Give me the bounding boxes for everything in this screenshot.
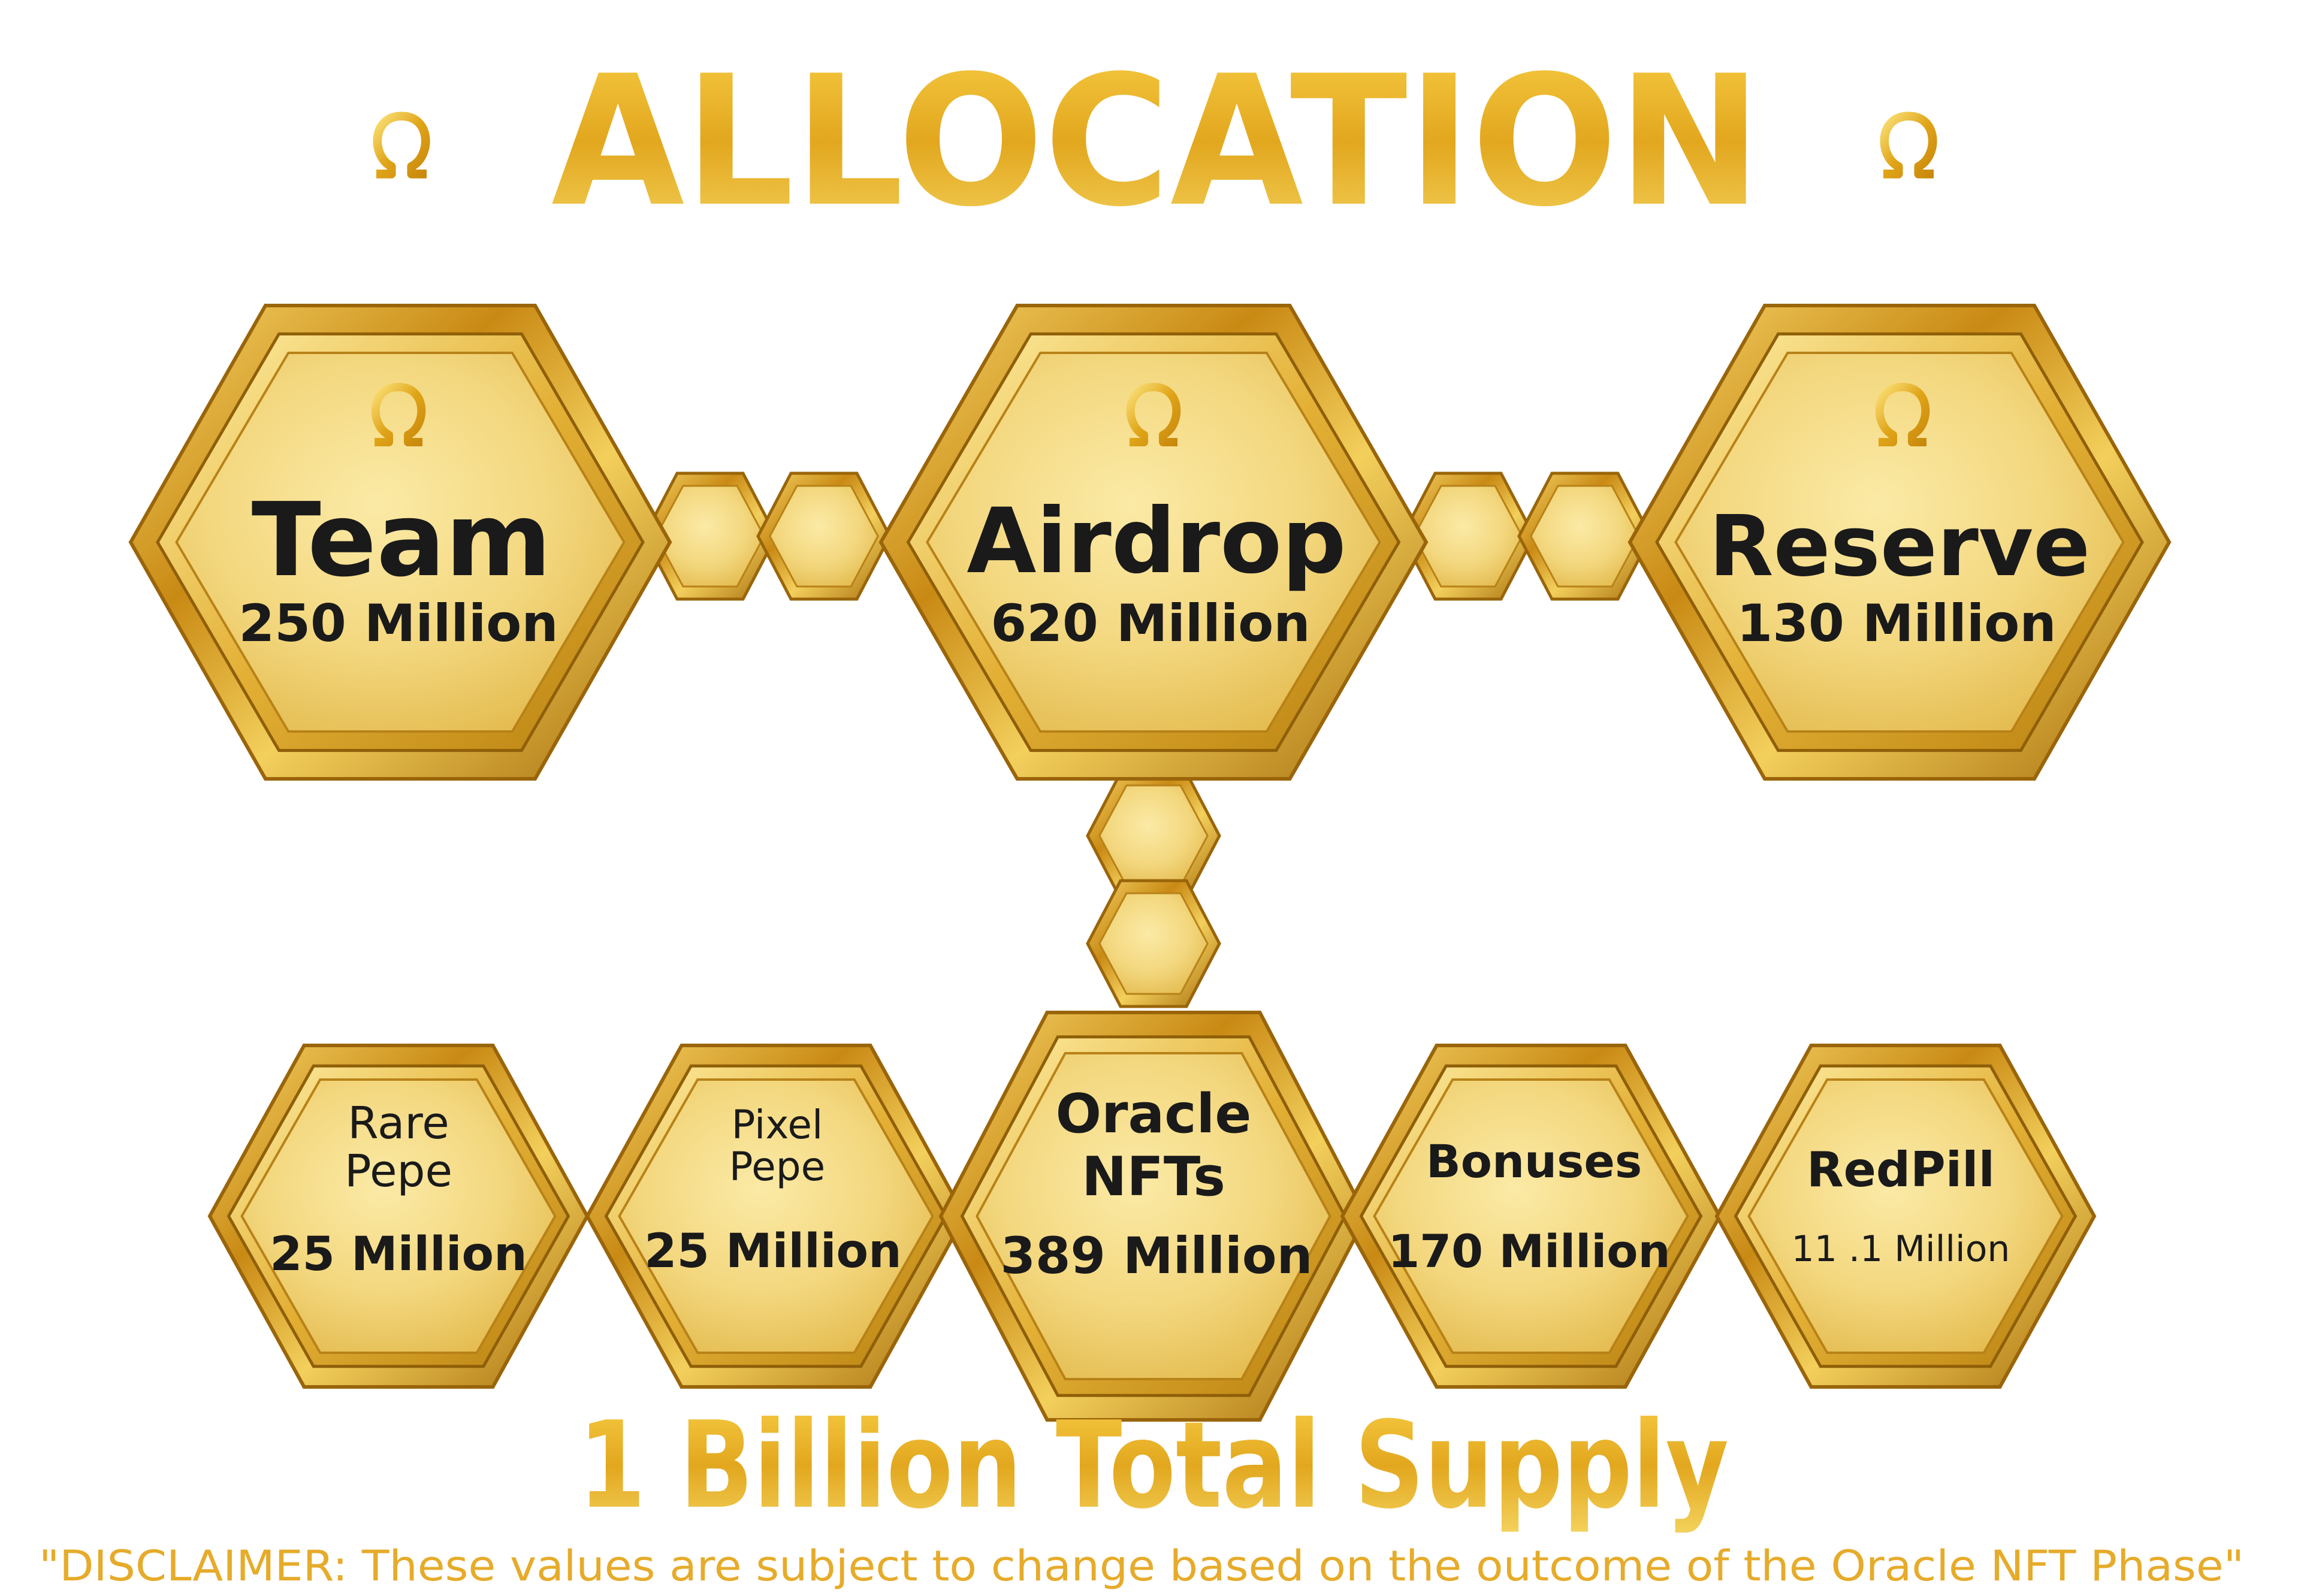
- bottom-node-oracle-nfts: Oracle NFTs 389 Million: [1001, 1083, 1313, 1285]
- hex-airdrop-face: [926, 352, 1381, 733]
- hex-oracle-nfts: [938, 1011, 1369, 1422]
- bonuses-amount: 170 Million: [1388, 1225, 1670, 1278]
- airdrop-amount: 620 Million: [991, 594, 1310, 654]
- hex-bonuses-face: [1373, 1078, 1689, 1354]
- reserve-amount: 130 Million: [1737, 594, 2056, 654]
- bottom-node-redpill: RedPill 11 .1 Million: [1792, 1142, 2010, 1270]
- omega-icon-path: [1875, 383, 1930, 446]
- allocation-nodes: [128, 304, 2172, 1422]
- top-node-reserve: Reserve 130 Million: [1709, 498, 2090, 654]
- connector-hex: [642, 471, 778, 601]
- hex-team: [128, 304, 672, 781]
- team-amount: 250 Million: [238, 594, 558, 654]
- title-group: ALLOCATION: [373, 37, 1937, 246]
- hex-redpill-face: [1747, 1078, 2064, 1354]
- connector-hex: [1517, 471, 1653, 601]
- hex-reserve-face: [1674, 352, 2125, 733]
- hex-oracle-nfts-face: [976, 1052, 1331, 1380]
- total-supply: 1 Billion Total Supply: [578, 1396, 1729, 1535]
- bottom-node-rare-pepe: Rare Pepe 25 Million: [270, 1098, 527, 1281]
- airdrop-label: Airdrop: [967, 489, 1346, 594]
- bottom-node-pixel-pepe: Pixel Pepe 25 Million: [644, 1102, 901, 1278]
- connector-hex-face: [769, 485, 879, 588]
- disclaimer-text: "DISCLAIMER: These values are subject to…: [39, 1541, 2244, 1591]
- omega-icon: [373, 111, 430, 179]
- hex-team-face: [175, 352, 626, 733]
- hex-airdrop: [878, 304, 1429, 781]
- connector-hex: [1086, 879, 1221, 1008]
- bottom-node-bonuses: Bonuses 170 Million: [1388, 1135, 1670, 1278]
- hex-rare-pepe: [207, 1044, 590, 1389]
- reserve-label: Reserve: [1709, 498, 2090, 596]
- pixel-pepe-label-line2: Pepe: [729, 1144, 826, 1190]
- connector-hex: [756, 471, 892, 601]
- connector-links: [642, 471, 1653, 1008]
- omega-icon: [1126, 383, 1181, 446]
- hex-reserve: [1627, 304, 2172, 781]
- connector-hex: [1086, 771, 1221, 900]
- rare-pepe-amount: 25 Million: [270, 1228, 527, 1281]
- omega-icon: [1875, 383, 1930, 446]
- hex-bonuses: [1340, 1044, 1722, 1389]
- redpill-amount: 11 .1 Million: [1792, 1228, 2010, 1270]
- omega-icon-path: [1126, 383, 1181, 446]
- rare-pepe-label-line2: Pepe: [345, 1145, 452, 1197]
- omega-icon: [1880, 111, 1937, 179]
- hex-pixel-pepe: [585, 1044, 967, 1389]
- oracle-nfts-label-line1: Oracle: [1056, 1083, 1252, 1145]
- oracle-nfts-amount: 389 Million: [1001, 1226, 1313, 1285]
- pixel-pepe-label-line1: Pixel: [732, 1102, 823, 1148]
- top-node-team: Team 250 Million: [238, 481, 558, 654]
- bonuses-label: Bonuses: [1426, 1135, 1642, 1188]
- omega-icon: [371, 383, 426, 446]
- page-title: ALLOCATION: [551, 37, 1762, 246]
- top-node-airdrop: Airdrop 620 Million: [967, 489, 1346, 654]
- hex-rare-pepe-face: [240, 1078, 557, 1354]
- oracle-nfts-label-line2: NFTs: [1082, 1145, 1225, 1208]
- redpill-label: RedPill: [1807, 1142, 1995, 1198]
- team-label: Team: [252, 481, 552, 600]
- hex-redpill: [1714, 1044, 2097, 1389]
- rare-pepe-label-line1: Rare: [348, 1098, 449, 1149]
- pixel-pepe-amount: 25 Million: [644, 1225, 901, 1278]
- connector-hex: [1400, 471, 1536, 601]
- connector-hex-face: [1098, 892, 1209, 995]
- hex-pixel-pepe-face: [618, 1078, 934, 1354]
- omega-icon-path: [371, 383, 426, 446]
